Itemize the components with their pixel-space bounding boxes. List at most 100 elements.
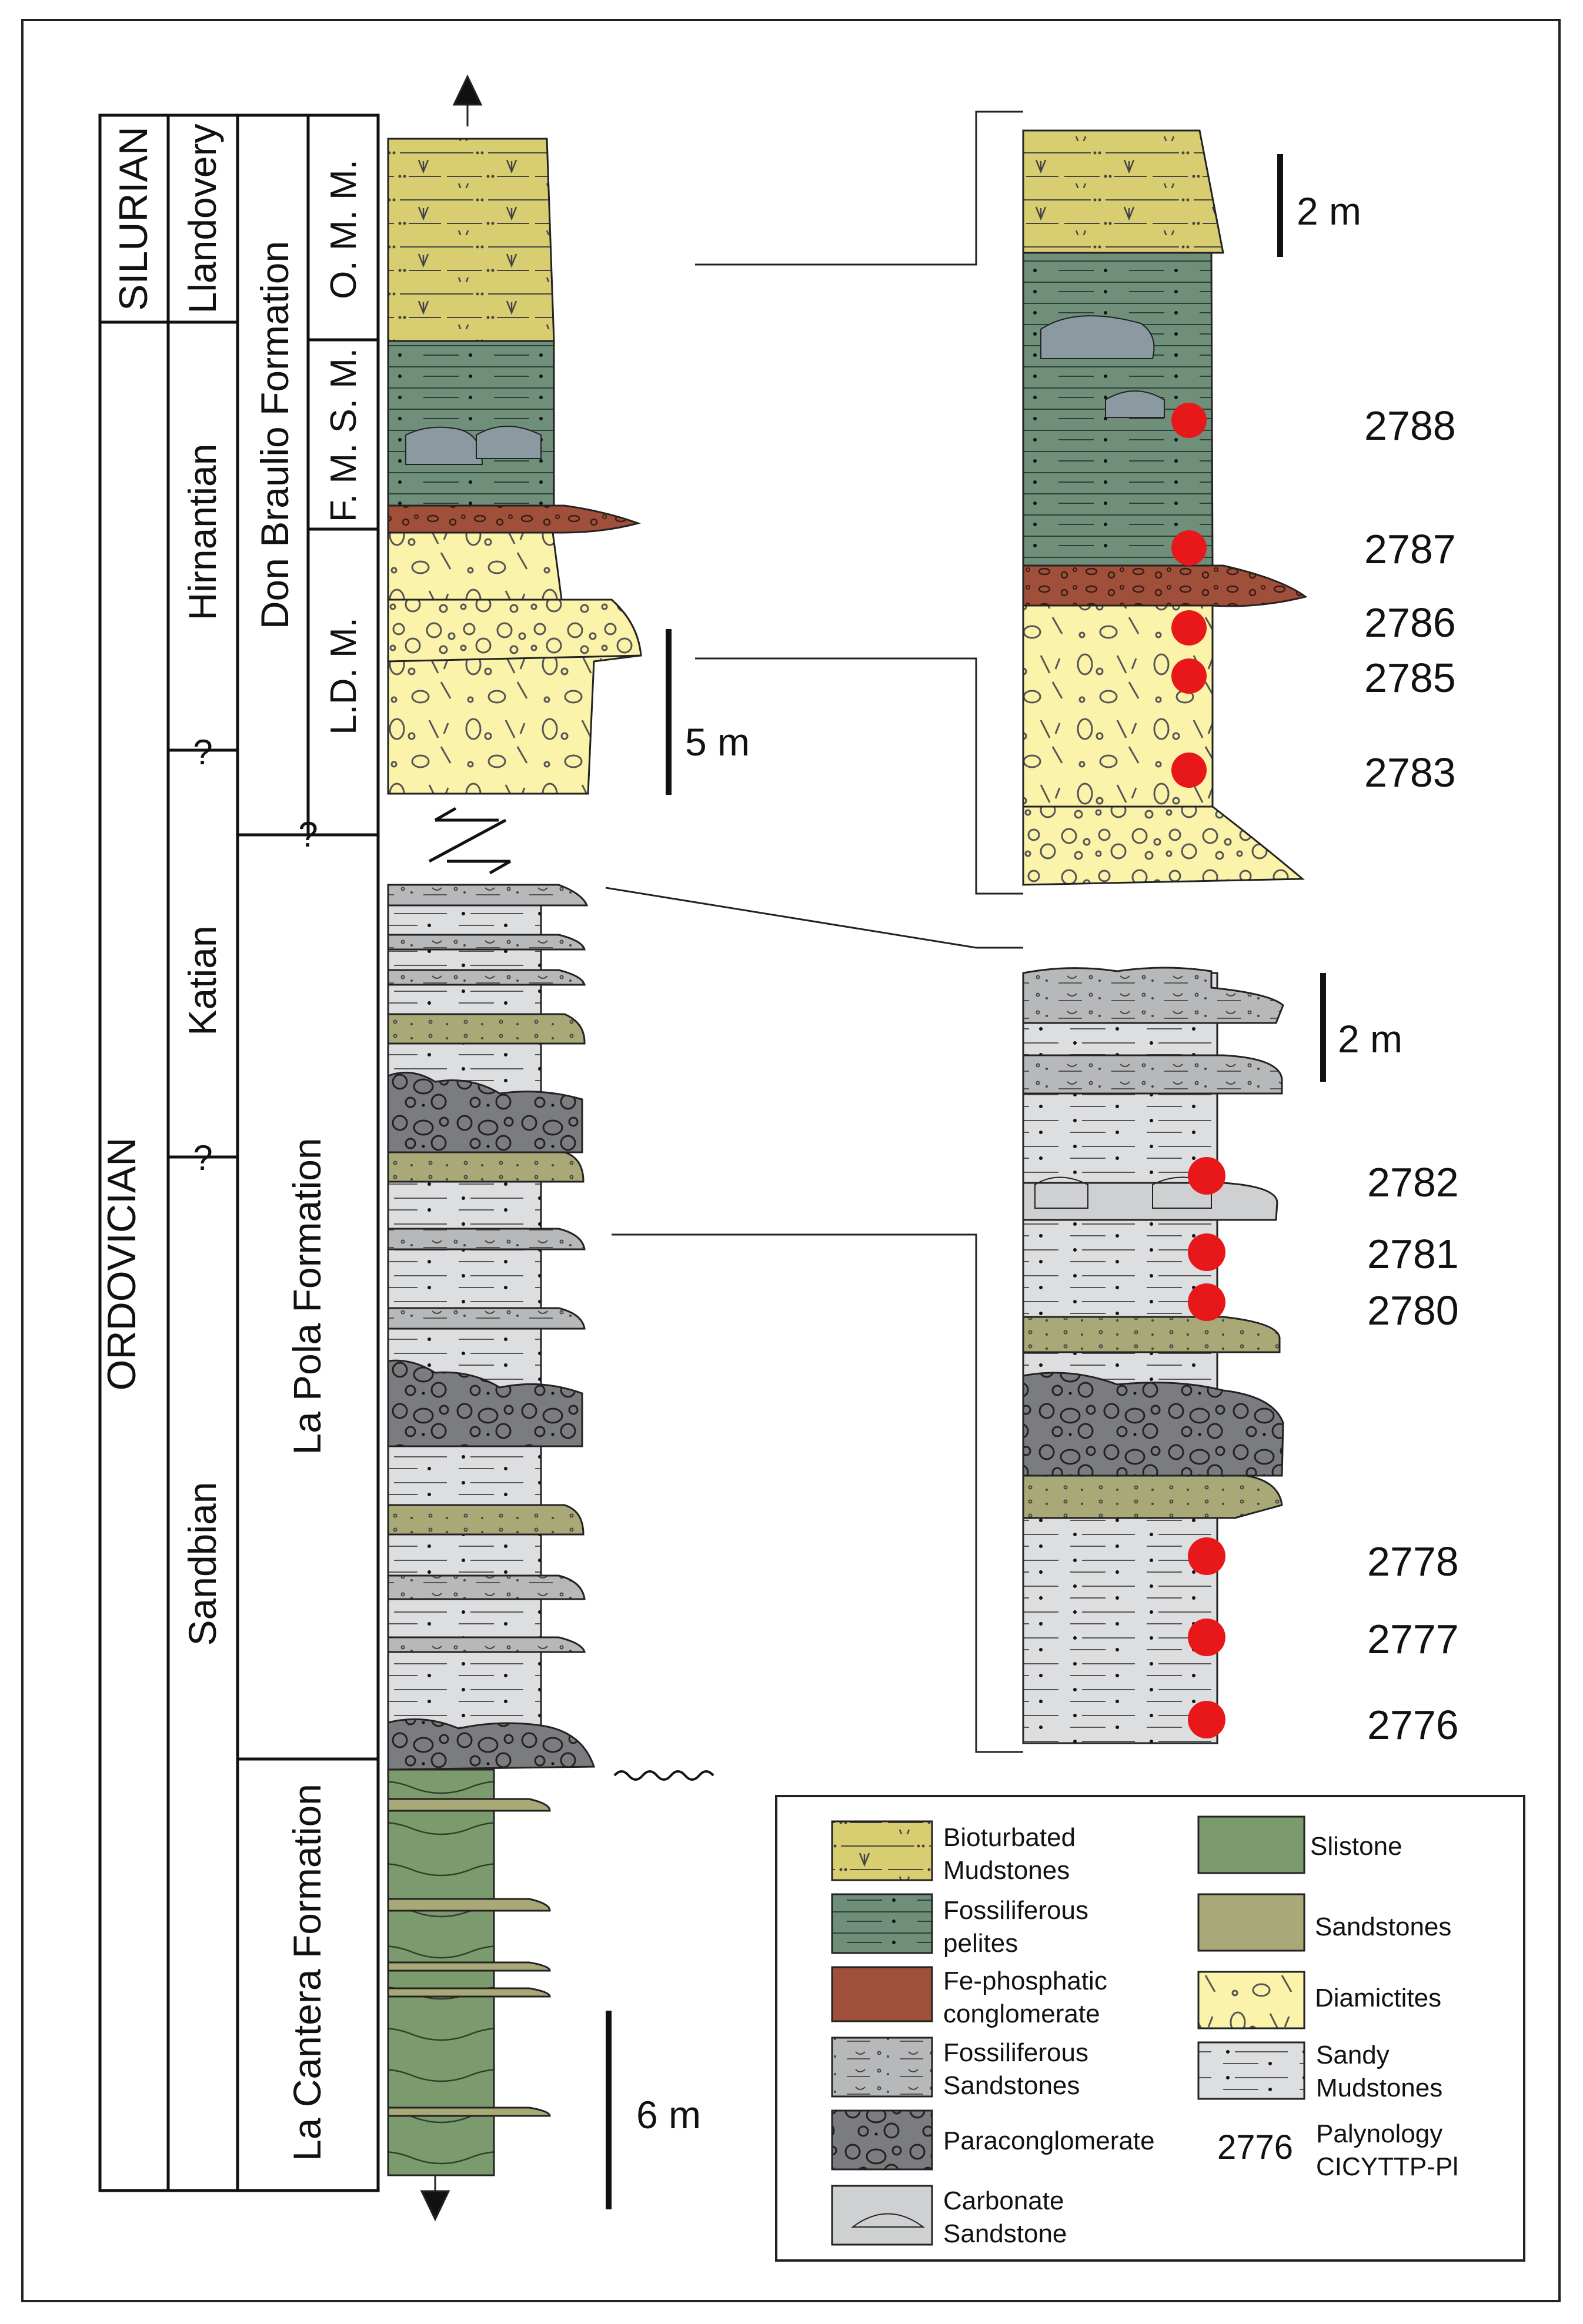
legend-concretion-glyph [850, 2213, 926, 2228]
diamictite-bed [387, 531, 563, 601]
sample-dot [1188, 1537, 1225, 1575]
main-column [387, 74, 714, 2222]
sample-dot [1171, 403, 1207, 438]
fossiliferous-sandstone-bed [387, 969, 586, 986]
sample-dot [1171, 658, 1207, 694]
formation-la-cantera-label: La Cantera Formation [285, 1784, 329, 2161]
formation-don-braulio-label: Don Braulio Formation [253, 241, 296, 629]
figure-frame [21, 19, 1561, 2302]
scale-bar-5m [666, 629, 672, 795]
sample-label: 2783 [1364, 750, 1456, 795]
bioturbated-mudstone-bed [387, 138, 555, 342]
scale-bar-6m [606, 2011, 612, 2209]
legend-swatch-paraconglomerate [831, 2109, 933, 2171]
uncertain-boundary-mark: ? [193, 1138, 212, 1178]
scale-bar-2m-lower [1320, 973, 1326, 1082]
legend-label: Fossiliferous [943, 2038, 1088, 2067]
main-scale-bars: 5 m 6 m [606, 629, 750, 2209]
legend-label: Carbonate [943, 2186, 1064, 2215]
fossiliferous-sandstone-bed [387, 1636, 586, 1653]
sandstone-bed [387, 1013, 586, 1045]
carbonate-concretion [476, 426, 542, 459]
legend-label: Sandstone [943, 2219, 1067, 2248]
sample-labels: 2788 2787 2786 2785 2783 2782 2781 2780 … [1364, 403, 1459, 1748]
scale-bar-5m-label: 5 m [685, 720, 750, 764]
sample-label: 2780 [1367, 1288, 1459, 1333]
detail-scale-bars: 2 m 2 m [1277, 154, 1402, 1082]
conglomeratic-diamictite-bed [1022, 805, 1305, 886]
sample-dot [1188, 1283, 1225, 1321]
sample-dot [1188, 1619, 1225, 1656]
scale-bar-2m-lower-label: 2 m [1338, 1017, 1402, 1061]
uncertain-boundary-mark: ? [193, 733, 212, 772]
sandstone-bed [1022, 1316, 1281, 1353]
stage-hirnantian-label: Hirnantian [181, 444, 224, 621]
sample-label: 2781 [1367, 1231, 1459, 1277]
paraconglomerate-bed [387, 1359, 583, 1447]
legend-label: Palynology [1316, 2119, 1442, 2148]
scale-bar-6m-label: 6 m [636, 2093, 701, 2136]
legend-label: Sandy [1316, 2041, 1390, 2069]
legend-label: Sandstones [1315, 1912, 1451, 1941]
system-silurian-label: SILURIAN [111, 126, 156, 311]
scale-bar-2m-upper [1277, 154, 1283, 257]
system-ordovician-label: ORDOVICIAN [99, 1138, 144, 1391]
sample-dot [1171, 610, 1207, 646]
sample-dot [1171, 530, 1207, 566]
legend-label: Fe-phosphatic [943, 1967, 1107, 1995]
legend-swatch-siltstone [1197, 1815, 1305, 1874]
sample-label: 2782 [1367, 1159, 1459, 1205]
upper-detail-column [1022, 129, 1308, 886]
fossiliferous-sandstone-bed [387, 884, 589, 907]
sandstone-bed [1022, 1474, 1283, 1519]
member-fmsm-label: F. M. S. M. [323, 348, 364, 522]
legend-swatch-diamictites [1197, 1971, 1305, 2029]
paraconglomerate-bed [387, 1071, 583, 1153]
sample-label: 2776 [1367, 1702, 1459, 1748]
sample-dots [1171, 403, 1225, 1738]
down-arrow-icon [420, 2190, 450, 2222]
paraconglomerate-bed [1022, 1372, 1284, 1477]
sample-label: 2785 [1364, 655, 1456, 701]
legend-swatch-carbonate-sandstone [831, 2185, 933, 2246]
sample-dot [1188, 1157, 1225, 1195]
legend-sample-example: 2776 [1217, 2128, 1293, 2166]
fe-phosphatic-conglomerate-bed [387, 504, 641, 534]
legend-swatch-sandstones [1197, 1893, 1305, 1952]
legend-label: Sandstones [943, 2071, 1080, 2100]
fossiliferous-pelite-bed [387, 340, 555, 507]
fossiliferous-sandstone-bed [387, 1307, 586, 1330]
up-arrow-icon [452, 74, 483, 106]
legend: Bioturbated Mudstones Fossiliferous peli… [775, 1795, 1525, 2262]
stratigraphic-table [98, 113, 380, 2192]
sandstone-interbed [387, 1898, 551, 1912]
fe-phosphatic-conglomerate-bed [1022, 564, 1308, 607]
member-ldm-label: L.D. M. [323, 617, 364, 735]
legend-swatch-fe-phosphatic [831, 1966, 933, 2022]
legend-label: Mudstones [1316, 2074, 1442, 2102]
sample-label: 2787 [1364, 526, 1456, 572]
uncertain-boundary-mark: ? [298, 815, 318, 854]
sample-label: 2777 [1367, 1616, 1459, 1662]
legend-swatch-fossiliferous-sandstones [831, 2037, 933, 2098]
sandstone-interbed [387, 1987, 551, 1998]
member-omm-label: O. M. M. [323, 159, 364, 299]
sandstone-interbed [387, 1961, 551, 1972]
sample-label: 2778 [1367, 1539, 1459, 1584]
carbonate-concretion [1105, 390, 1165, 418]
stage-llandovery-label: Llandovery [181, 124, 224, 314]
sandstone-bed [387, 1151, 585, 1183]
stage-katian-label: Katian [181, 925, 224, 1035]
sandstone-interbed [387, 2106, 551, 2117]
stage-sandbian-label: Sandbian [181, 1482, 224, 1646]
legend-label: pelites [943, 1929, 1018, 1958]
legend-swatch-sandy-mudstones [1197, 2041, 1305, 2100]
paraconglomerate-bed [387, 1718, 596, 1771]
bioturbated-mudstone-bed [1022, 129, 1224, 254]
unconformity-line [613, 1770, 714, 1781]
correlation-lines [605, 111, 1023, 1753]
conglomeratic-diamictite-bed [387, 598, 642, 663]
fossiliferous-sandstone-bed [387, 1228, 586, 1250]
scale-bar-2m-upper-label: 2 m [1297, 189, 1361, 233]
